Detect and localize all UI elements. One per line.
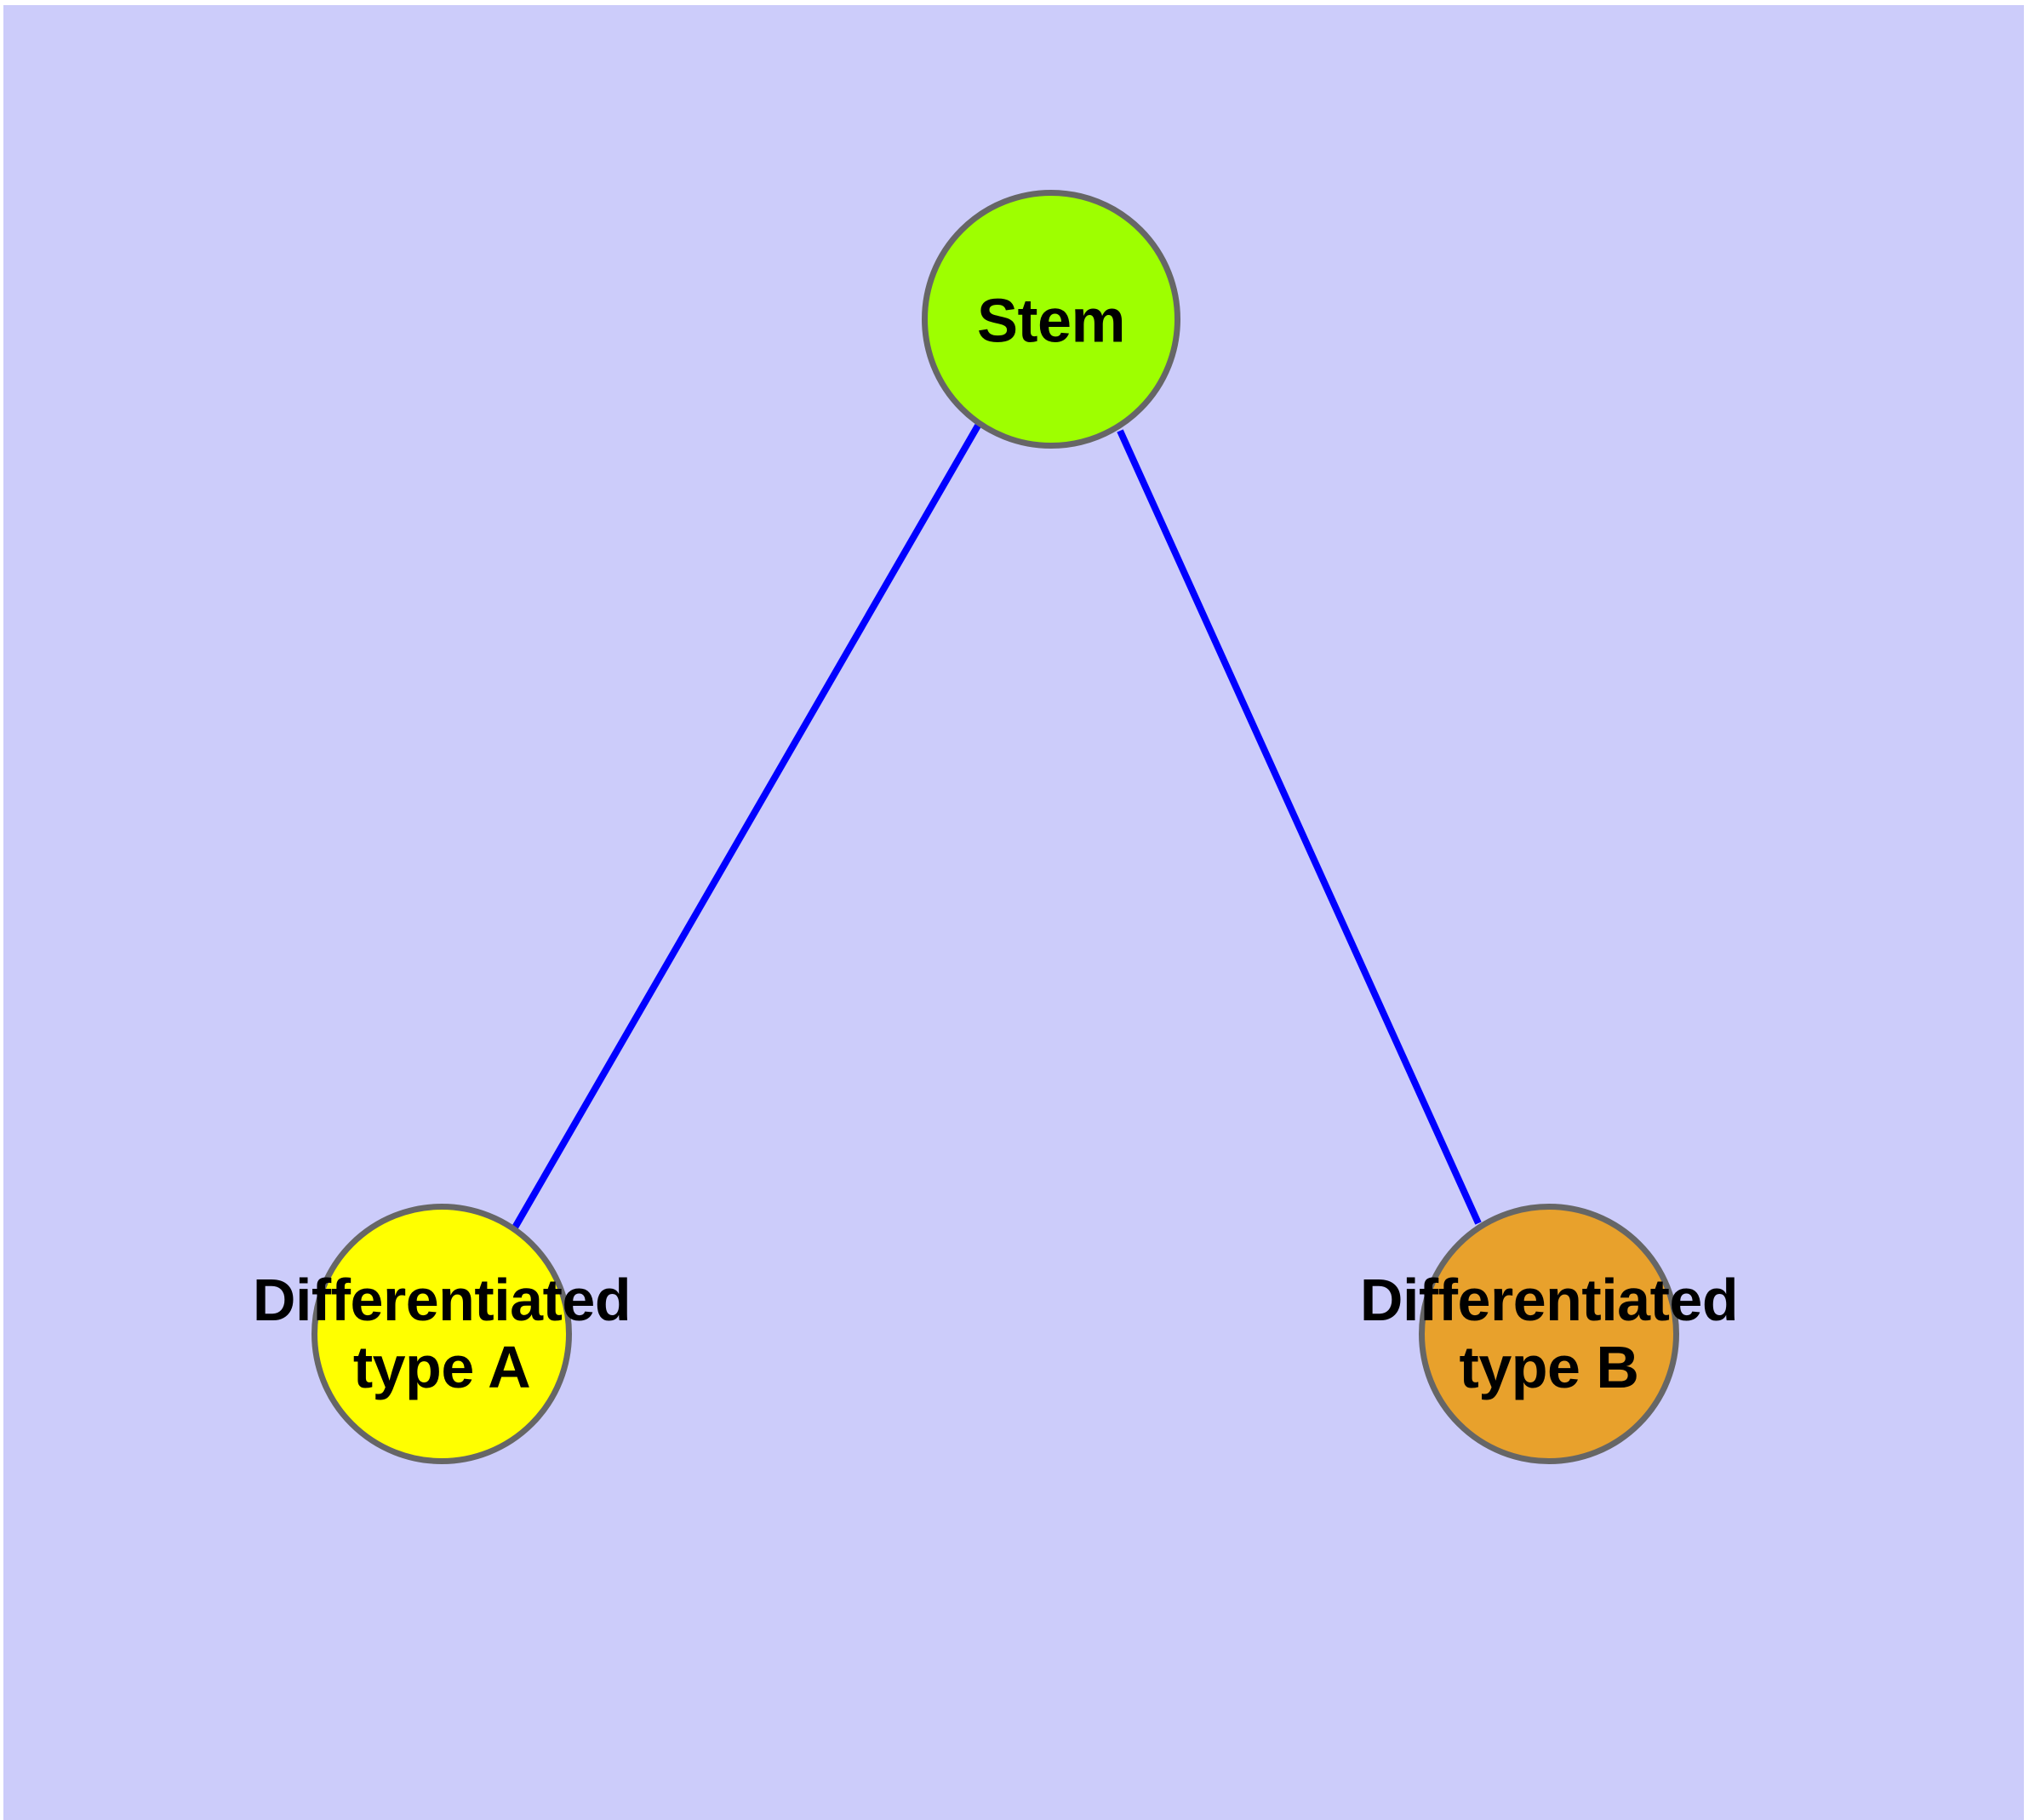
nodes-layer xyxy=(311,190,1679,1464)
node-differentiated-type-a[interactable] xyxy=(311,1204,572,1464)
node-differentiated-type-b[interactable] xyxy=(1419,1204,1679,1464)
edge-stem-to-differentiated-type-b xyxy=(1117,429,1482,1225)
node-stem[interactable] xyxy=(922,190,1180,449)
edge-stem-to-differentiated-type-a xyxy=(512,423,981,1230)
edges-layer xyxy=(512,423,1482,1230)
